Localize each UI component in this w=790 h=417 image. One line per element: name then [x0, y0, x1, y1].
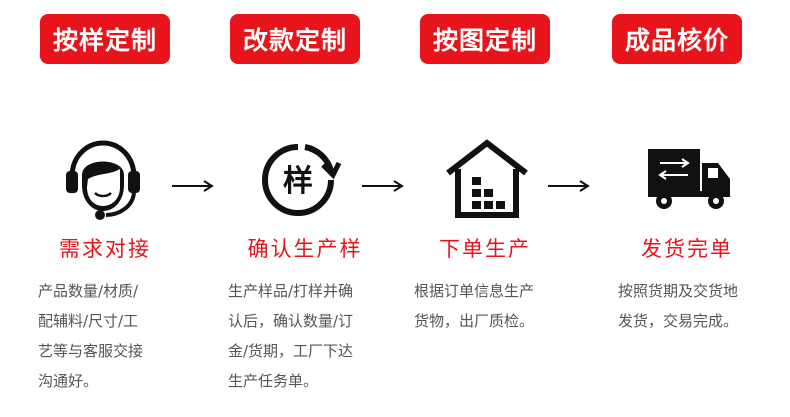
description-line: 生产任务单。	[228, 372, 319, 390]
description-line: 金/货期，工厂下达	[228, 342, 354, 360]
description-line: 货物，出厂质检。	[414, 312, 535, 330]
tab-product-pricing[interactable]: 成品核价	[612, 14, 742, 64]
customer-service-headset-icon	[58, 135, 148, 225]
tab-sample-custom[interactable]: 按样定制	[40, 14, 170, 64]
description-line: 发货，交易完成。	[618, 312, 739, 330]
step-description: 产品数量/材质/ 配辅料/尺寸/工 艺等与客服交接 沟通好。	[38, 276, 188, 396]
sample-char: 样	[283, 164, 313, 199]
description-line: 艺等与客服交接	[38, 342, 144, 360]
step-title-delivery: 发货完单	[641, 237, 733, 261]
description-line: 按照货期及交货地	[618, 282, 739, 300]
tab-modify-custom[interactable]: 改款定制	[230, 14, 360, 64]
description-line: 配辅料/尺寸/工	[38, 312, 139, 330]
description-line: 生产样品/打样并确	[228, 282, 354, 300]
description-line: 认后，确认数量/订	[228, 312, 354, 330]
step-title-production: 下单生产	[439, 237, 531, 261]
warehouse-icon	[442, 135, 532, 225]
sample-refresh-icon: 样	[253, 135, 343, 225]
step-description: 生产样品/打样并确 认后，确认数量/订 金/货期，工厂下达 生产任务单。	[228, 276, 388, 396]
step-description: 按照货期及交货地 发货，交易完成。	[618, 276, 778, 336]
description-line: 根据订单信息生产	[414, 282, 535, 300]
delivery-truck-icon	[644, 135, 734, 225]
arrow-icon	[362, 180, 404, 192]
step-title-requirement: 需求对接	[59, 237, 151, 261]
step-title-sample: 确认生产样	[247, 237, 363, 261]
description-line: 沟通好。	[38, 372, 99, 390]
arrow-icon	[548, 180, 590, 192]
description-line: 产品数量/材质/	[38, 282, 139, 300]
arrow-icon	[172, 180, 214, 192]
step-description: 根据订单信息生产 货物，出厂质检。	[414, 276, 574, 336]
tab-drawing-custom[interactable]: 按图定制	[420, 14, 550, 64]
